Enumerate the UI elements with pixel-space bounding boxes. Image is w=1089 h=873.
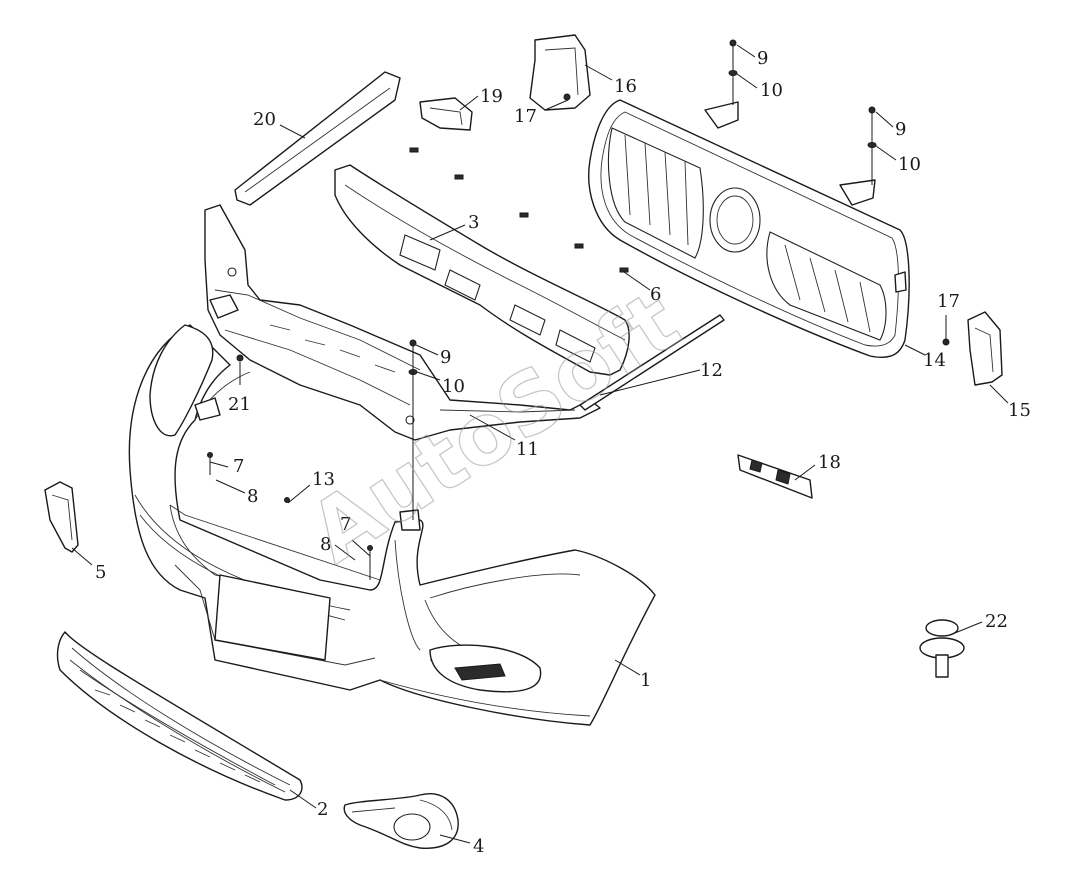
callout-13: 13: [312, 469, 335, 490]
part-20-top-bar: [234, 71, 401, 206]
part-15-right-bracket: [967, 311, 1003, 386]
part-4-fog-lamp-bezel: [343, 793, 459, 849]
callout-9c: 9: [440, 347, 451, 368]
callout-10b: 10: [898, 154, 921, 175]
callout-12: 12: [700, 360, 723, 381]
part-19-small-bracket: [419, 97, 473, 131]
part-16-upper-bracket: [529, 34, 591, 111]
callout-15: 15: [1008, 400, 1031, 421]
callout-8a: 8: [247, 486, 258, 507]
callout-17a: 17: [514, 106, 537, 127]
callout-20: 20: [253, 109, 276, 130]
part-5-left-bracket: [44, 481, 79, 553]
part-11-upper-carrier: [204, 204, 601, 441]
callout-11: 11: [516, 439, 539, 460]
callout-7a: 7: [233, 456, 244, 477]
leader-lines: [71, 44, 1009, 844]
callout-8b: 8: [320, 534, 331, 555]
callout-18: 18: [818, 452, 841, 473]
part-18-clip-bracket: [737, 454, 813, 499]
callout-2: 2: [317, 799, 328, 820]
part-14-upper-grille: [588, 99, 910, 358]
callout-19: 19: [480, 86, 503, 107]
callout-5: 5: [95, 562, 106, 583]
callout-6: 6: [650, 284, 661, 305]
callout-22: 22: [985, 611, 1008, 632]
part-2-lower-grille: [56, 631, 303, 801]
callout-4: 4: [473, 836, 484, 857]
callout-9a: 9: [757, 48, 768, 69]
part-1-bumper-cover: [128, 324, 656, 726]
callout-9b: 9: [895, 119, 906, 140]
callout-7b: 7: [340, 514, 351, 535]
callout-16: 16: [614, 76, 637, 97]
callout-1: 1: [640, 670, 651, 691]
autosoft-watermark: AutoSoft: [293, 272, 697, 582]
callout-14: 14: [923, 350, 946, 371]
callout-21: 21: [228, 394, 251, 415]
part-12-strip: [579, 314, 725, 411]
callout-10a: 10: [760, 80, 783, 101]
part-3-energy-absorber: [334, 164, 630, 376]
callout-3: 3: [468, 212, 479, 233]
callout-10c: 10: [442, 376, 465, 397]
part-22-push-clip: [919, 619, 965, 678]
callout-labels: 1 2 3 4 5 6 7 7 8 8 9 9 9 10 10 10 11 12…: [95, 48, 1031, 857]
callout-17b: 17: [937, 291, 960, 312]
